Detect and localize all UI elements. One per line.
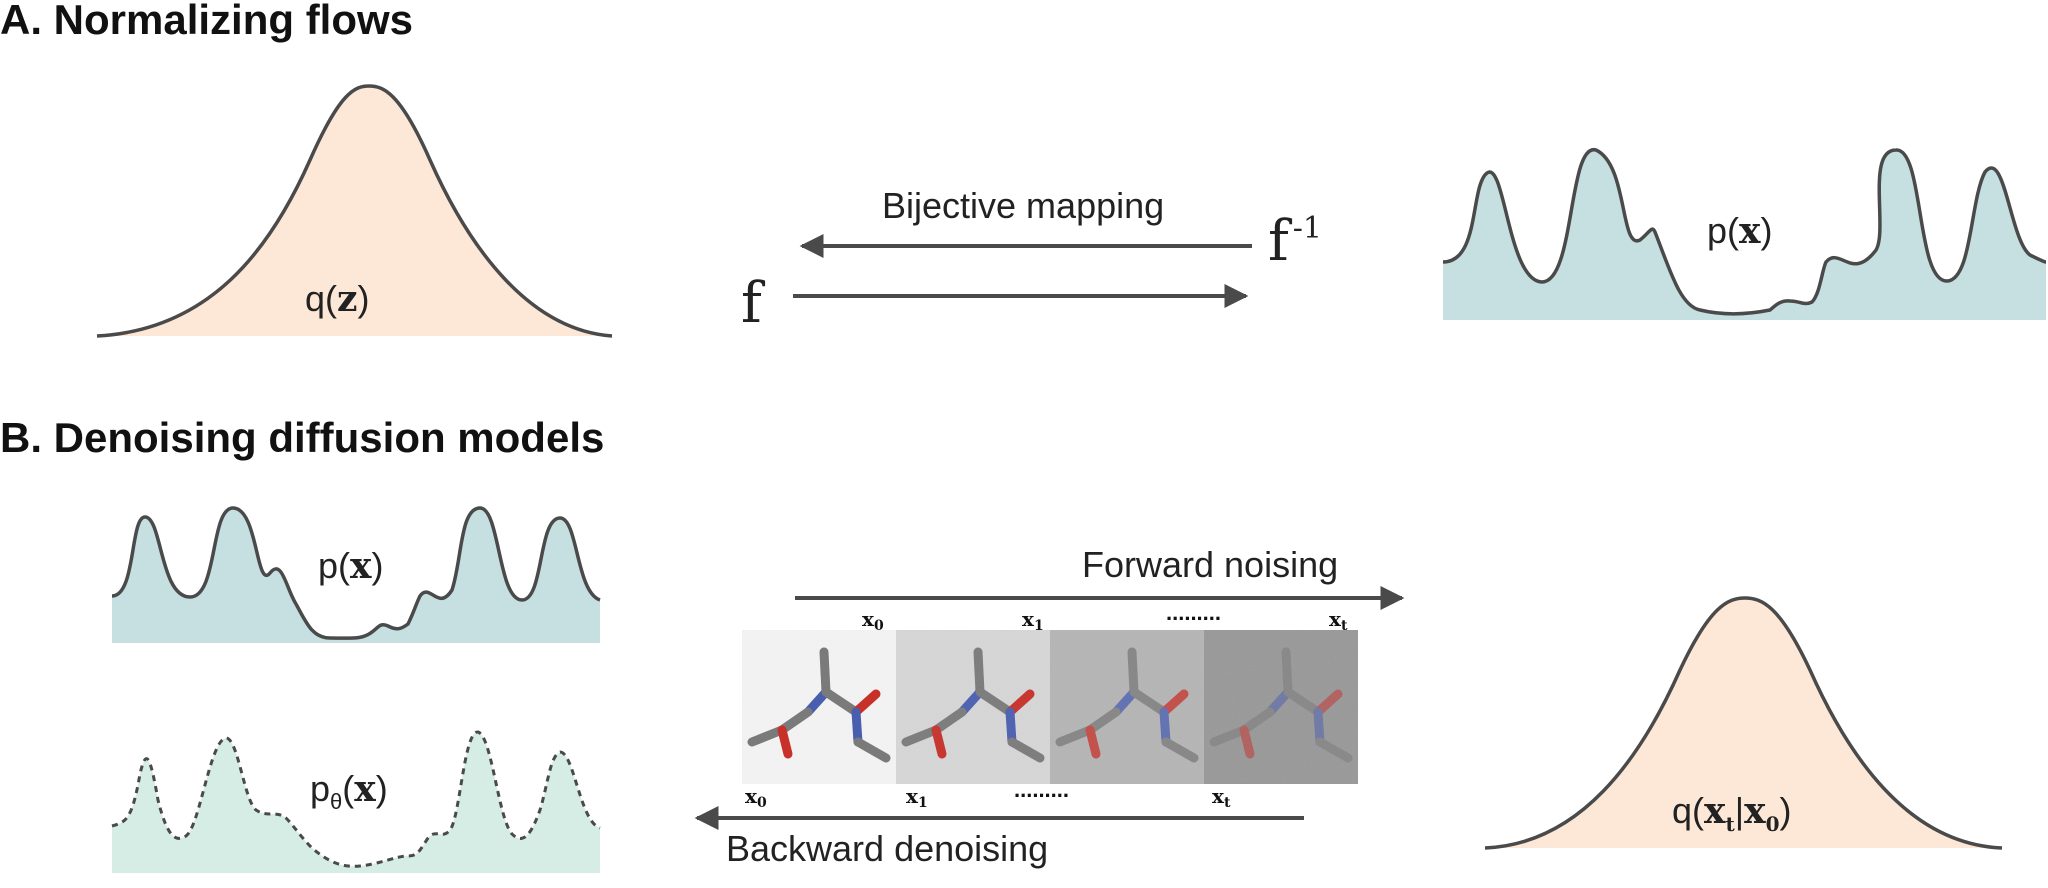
gaussian-fill (97, 86, 612, 336)
forward-step-x1: x1 (1022, 607, 1044, 634)
multimodal-p-x: p(x) (1442, 148, 2047, 320)
forward-step-x0: x0 (862, 607, 884, 634)
f-inverse-label: f-1 (1268, 209, 1322, 274)
model-dist-curve (111, 730, 601, 868)
noised-dist-label: q(xt|x0) (1672, 790, 1791, 836)
model-dist-label: pθ(x) (310, 768, 388, 814)
backward-step-dots: ......... (1014, 777, 1069, 802)
noised-gaussian-fill (1485, 598, 2002, 848)
section-b-heading: B. Denoising diffusion models (0, 414, 604, 461)
model-distribution-p-theta-x: pθ(x) (111, 730, 601, 873)
gaussian-curve (96, 84, 613, 338)
f-label: f (741, 271, 766, 336)
noise-panel-3 (1204, 630, 1358, 784)
backward-step-xt: xt (1212, 784, 1231, 811)
gaussian-q-xt-given-x0: q(xt|x0) (1484, 596, 2003, 850)
data-dist-label: p(x) (318, 545, 383, 587)
mapping-label: Bijective mapping (882, 185, 1164, 226)
forward-step-dots: ......... (1166, 600, 1221, 625)
multimodal-fill (1443, 149, 2046, 320)
data-dist-fill (112, 508, 600, 643)
backward-step-x1: x1 (906, 784, 928, 811)
backward-denoising: x0 x1 ......... xt Backward denoising (694, 777, 1304, 869)
noised-gaussian-curve (1484, 596, 2003, 850)
gaussian-q-z: q(z) (96, 84, 613, 338)
forward-noising: Forward noising x0 x1 ......... xt (795, 544, 1405, 634)
multimodal-label: p(x) (1707, 210, 1772, 252)
section-a-heading: A. Normalizing flows (0, 0, 413, 43)
data-dist-curve (111, 506, 601, 640)
gaussian-label: q(z) (305, 278, 369, 320)
data-distribution-p-x: p(x) (111, 506, 601, 643)
bijective-mapping: Bijective mapping f f-1 (741, 185, 1322, 336)
forward-step-xt: xt (1329, 607, 1348, 634)
noise-panels (742, 630, 1358, 784)
backward-label: Backward denoising (726, 828, 1048, 869)
model-dist-fill (112, 731, 600, 873)
noise-panel-1 (896, 630, 1050, 784)
noise-panel-2 (1050, 630, 1204, 784)
noise-panel-0 (742, 630, 896, 784)
multimodal-curve (1442, 148, 2047, 316)
forward-label: Forward noising (1082, 544, 1338, 585)
backward-step-x0: x0 (745, 784, 767, 811)
